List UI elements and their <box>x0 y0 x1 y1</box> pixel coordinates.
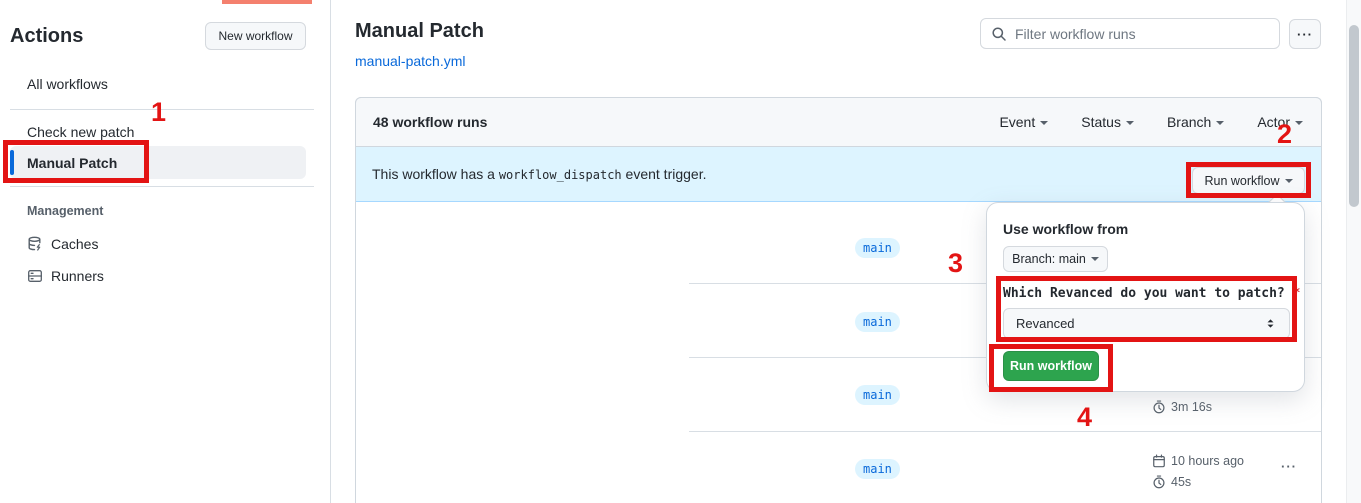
cache-database-icon <box>27 236 43 252</box>
runners-label: Runners <box>51 268 104 284</box>
workflow-dispatch-banner: This workflow has a workflow_dispatch ev… <box>356 147 1321 202</box>
annotation-top-bar <box>222 0 312 4</box>
filter-runs-searchbox[interactable] <box>980 18 1280 49</box>
caches-label: Caches <box>51 236 99 252</box>
workflow-input-label: Which Revanced do you want to patch? * <box>1003 286 1301 301</box>
search-icon <box>991 26 1007 42</box>
run-date: 10 hours ago <box>1152 454 1244 468</box>
run-options-kebab[interactable]: ··· <box>1281 459 1297 474</box>
annotation-number-1: 1 <box>151 97 167 127</box>
stopwatch-icon <box>1152 475 1166 489</box>
sidebar-item-all-workflows[interactable]: All workflows <box>27 76 108 92</box>
annotation-number-3: 3 <box>948 248 964 278</box>
sidebar-divider <box>10 186 314 187</box>
branch-badge[interactable]: main <box>855 312 900 332</box>
chevron-down-icon <box>1125 121 1134 125</box>
chevron-down-icon <box>1040 121 1049 125</box>
chevron-down-icon <box>1295 121 1303 125</box>
branch-badge[interactable]: main <box>855 459 900 479</box>
sidebar-item-manual-patch[interactable] <box>10 146 306 179</box>
sidebar-item-check-new-patch[interactable]: Check new patch <box>27 124 135 140</box>
branch-badge[interactable]: main <box>855 238 900 258</box>
runs-count: 48 workflow runs <box>373 114 488 130</box>
run-workflow-popup <box>986 202 1305 392</box>
run-workflow-dropdown-button[interactable]: Run workflow <box>1192 167 1305 194</box>
selected-accent-bar <box>10 150 14 175</box>
sidebar-right-border <box>330 0 331 503</box>
runs-list-header: 48 workflow runs Event Status Branch Act… <box>355 97 1322 147</box>
annotation-number-2: 2 <box>1277 119 1293 149</box>
filter-event-dropdown[interactable]: Event <box>999 114 1049 130</box>
server-icon <box>27 268 43 284</box>
annotation-number-4: 4 <box>1077 402 1093 432</box>
up-down-arrows-icon <box>1264 317 1277 330</box>
filter-branch-dropdown[interactable]: Branch <box>1167 114 1225 130</box>
revanced-select[interactable]: Revanced <box>1003 308 1290 339</box>
run-filters: Event Status Branch Actor <box>999 114 1303 130</box>
run-workflow-submit-button[interactable]: Run workflow <box>1003 351 1099 381</box>
new-workflow-button[interactable]: New workflow <box>205 22 306 50</box>
chevron-down-icon <box>1090 257 1099 261</box>
branch-select-button[interactable]: Branch: main <box>1003 246 1108 272</box>
filter-actor-dropdown[interactable]: Actor <box>1257 114 1303 130</box>
sidebar-item-manual-patch-label: Manual Patch <box>27 155 118 171</box>
row-divider <box>689 431 1321 432</box>
calendar-icon <box>1152 454 1166 468</box>
chevron-down-icon <box>1216 121 1225 125</box>
run-duration: 3m 16s <box>1152 400 1212 414</box>
chevron-down-icon <box>1284 178 1293 183</box>
stopwatch-icon <box>1152 400 1166 414</box>
management-section-label: Management <box>27 204 104 218</box>
filter-runs-input[interactable] <box>1015 25 1269 42</box>
workflow-file-link[interactable]: manual-patch.yml <box>355 53 466 69</box>
scrollbar-thumb[interactable] <box>1349 25 1359 207</box>
required-asterisk: * <box>1292 286 1301 301</box>
workflow-dispatch-code: workflow_dispatch <box>498 168 622 182</box>
page-title: Manual Patch <box>355 20 484 42</box>
sidebar-title: Actions <box>10 25 84 47</box>
filter-status-dropdown[interactable]: Status <box>1081 114 1134 130</box>
popup-heading: Use workflow from <box>1003 221 1129 237</box>
banner-text: This workflow has a workflow_dispatch ev… <box>372 166 707 182</box>
sidebar-divider <box>10 109 314 110</box>
sidebar-item-runners[interactable]: Runners <box>27 268 104 284</box>
run-duration: 45s <box>1152 475 1191 489</box>
sidebar-item-caches[interactable]: Caches <box>27 236 98 252</box>
workflow-options-kebab-button[interactable]: ··· <box>1289 19 1321 49</box>
branch-badge[interactable]: main <box>855 385 900 405</box>
